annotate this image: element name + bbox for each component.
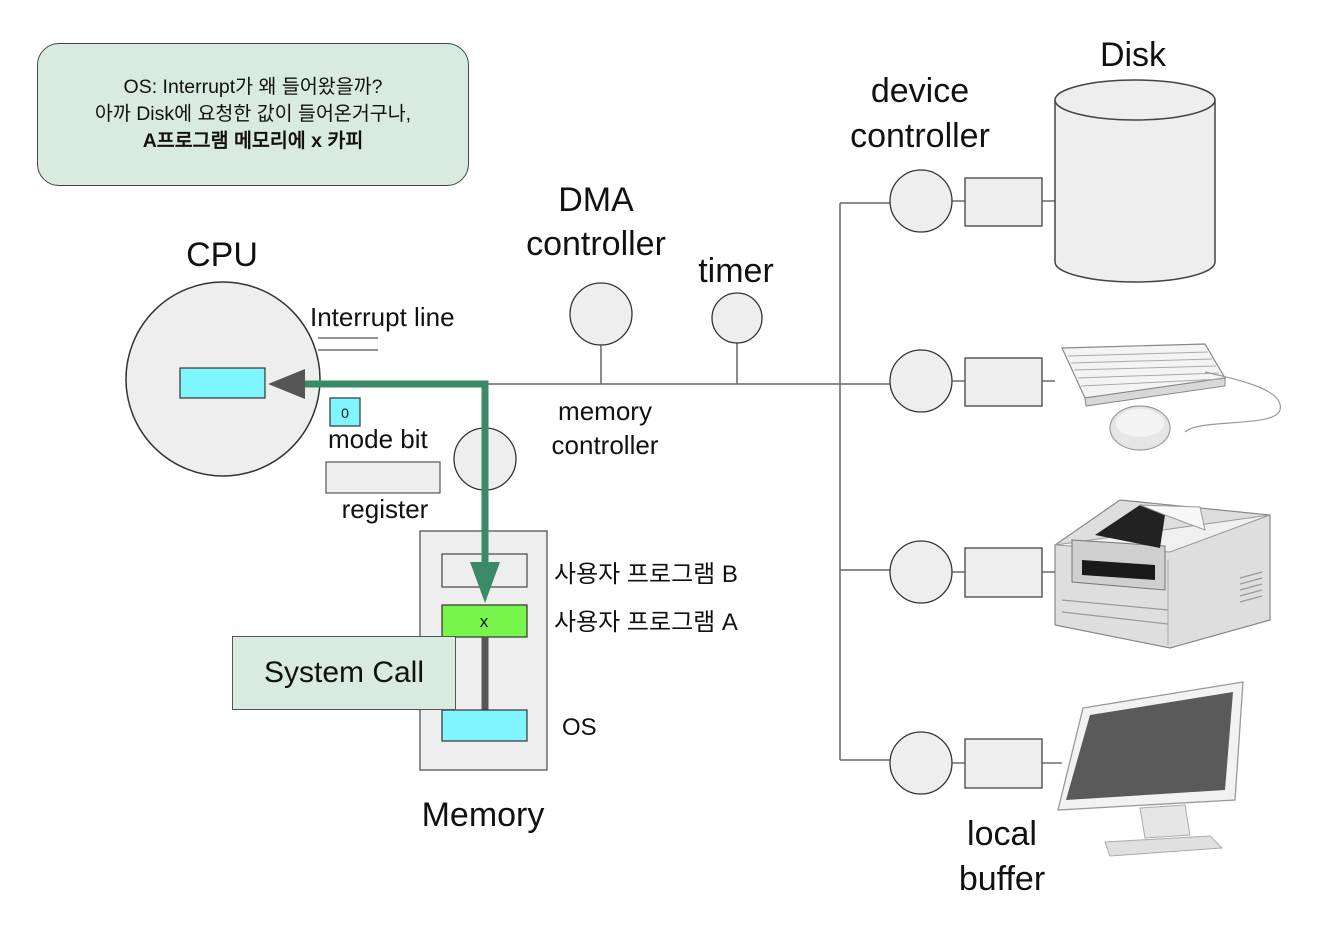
data-path-arrow — [268, 369, 500, 603]
cpu-label: CPU — [186, 236, 258, 274]
interrupt-line-label: Interrupt line — [310, 302, 455, 332]
timer: timer — [698, 252, 774, 344]
device-controller-label: device controller — [850, 72, 990, 155]
register-label: register — [342, 494, 429, 524]
program-a-label: 사용자 프로그램 A — [554, 609, 738, 636]
callout-line-2: 아까 Disk에 요청한 값이 들어온거구나, — [94, 103, 412, 125]
device-controller-disk — [889, 169, 1055, 233]
memory-controller-label-1: memory — [558, 396, 652, 426]
disk-label: Disk — [1100, 36, 1167, 74]
memory-controller-label-2: controller — [552, 430, 659, 460]
register: register — [325, 461, 441, 524]
disk-cylinder-icon: Disk — [1054, 36, 1216, 283]
dma-label-1: DMA — [558, 181, 634, 219]
device-controller-printer — [889, 540, 1055, 604]
device-controller-keyboard — [889, 349, 1055, 413]
interrupt-line: Interrupt line — [310, 302, 455, 351]
mode-bit-value: 0 — [341, 405, 349, 421]
local-buffer-label-1: local — [967, 815, 1037, 853]
program-b-label: 사용자 프로그램 B — [554, 561, 738, 588]
monitor-icon — [1057, 681, 1244, 857]
local-buffer-label-2: buffer — [959, 860, 1045, 898]
system-call-label: System Call — [263, 656, 425, 689]
os-thought-callout: OS: Interrupt가 왜 들어왔을까? 아까 Disk에 요청한 값이 … — [37, 43, 469, 186]
program-a-data: x — [480, 612, 489, 631]
device-controller-label-2: controller — [850, 117, 990, 155]
os-block — [441, 709, 528, 742]
timer-label: timer — [698, 252, 774, 290]
system-call-box: System Call — [232, 636, 456, 710]
printer-icon — [1054, 499, 1271, 649]
program-a-block — [441, 604, 528, 638]
os-label: OS — [562, 714, 597, 741]
device-controller-monitor — [889, 731, 1062, 795]
device-controller-label-1: device — [871, 72, 969, 110]
callout-line-3: A프로그램 메모리에 x 카피 — [142, 130, 364, 152]
memory-label: Memory — [422, 796, 545, 834]
keyboard-mouse-icon — [1061, 343, 1281, 451]
mode-bit: 0 mode bit — [328, 397, 428, 454]
cpu: CPU — [125, 236, 321, 477]
dma-label-2: controller — [526, 225, 666, 263]
mode-bit-label: mode bit — [328, 424, 428, 454]
memory: x 사용자 프로그램 B 사용자 프로그램 A OS Memory — [419, 530, 738, 834]
dma-controller: DMA controller — [526, 181, 666, 346]
callout-line-1: OS: Interrupt가 왜 들어왔을까? — [123, 76, 383, 98]
cpu-register-block — [179, 367, 266, 399]
